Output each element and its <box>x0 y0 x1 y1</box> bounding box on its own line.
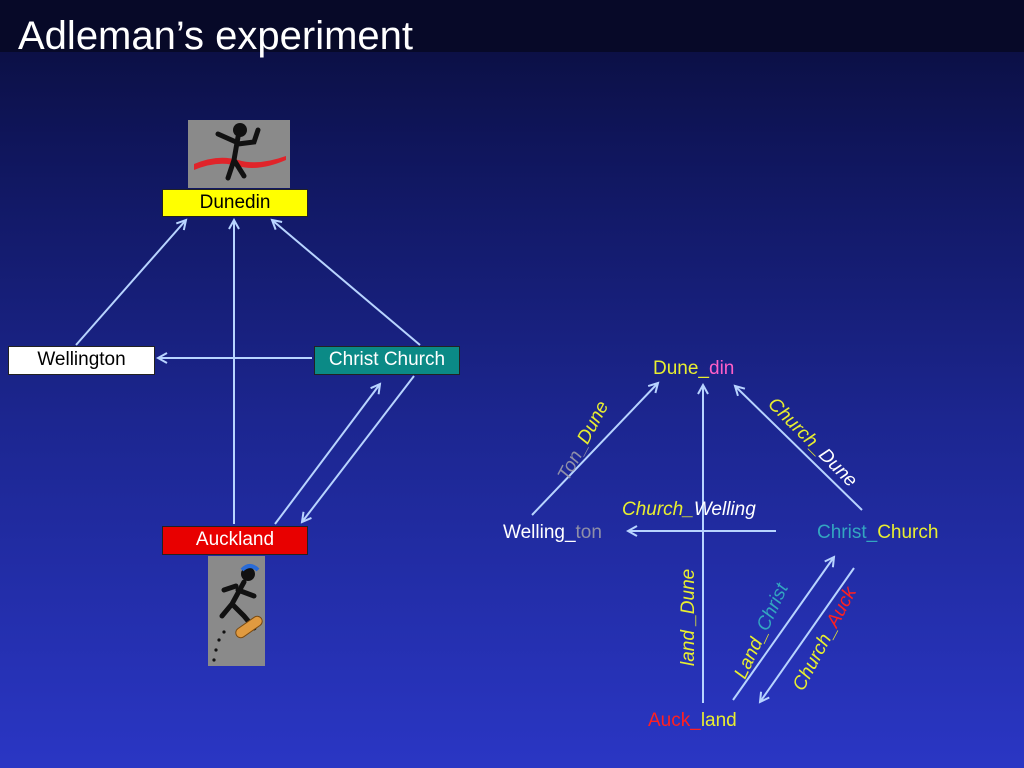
edge-auck-christ <box>732 557 834 701</box>
edge-christchurch-auckland <box>302 375 415 522</box>
node-dunedin: Dunedin <box>162 189 308 217</box>
edge-auckland-christchurch <box>274 384 380 525</box>
slide-title: Adleman’s experiment <box>18 14 414 58</box>
node-dune-din: Dune_din <box>653 358 734 379</box>
label-land-dune: land _Dune <box>678 569 699 666</box>
node-wellington-label: Wellington <box>37 349 126 370</box>
node-welling-ton: Welling_ton <box>503 522 602 543</box>
label-ton-dune: Ton_Dune <box>554 398 613 485</box>
runner-figure-image <box>188 120 290 188</box>
label-church-auck: Church_Auck <box>789 582 862 694</box>
node-auckland: Auckland <box>162 526 308 555</box>
edge-welling-dune <box>531 383 658 516</box>
skater-figure-image <box>208 556 265 666</box>
node-wellington: Wellington <box>8 346 155 375</box>
edge-christchurch-dunedin <box>272 220 421 346</box>
label-church-dune: Church_Dune <box>763 394 861 492</box>
label-church-welling: Church_Welling <box>622 499 756 520</box>
node-christ-church: Christ Church <box>314 346 460 375</box>
node-christ-church-label: Christ Church <box>328 349 446 370</box>
title-bar: Adleman’s experiment <box>0 0 1024 56</box>
edge-christ-dune <box>735 386 863 511</box>
node-auck-land: Auck_land <box>648 710 737 731</box>
edge-christ-auck <box>760 567 855 702</box>
node-christ-church: Christ_Church <box>817 522 938 543</box>
node-auckland-label: Auckland <box>195 529 275 550</box>
edge-wellington-dunedin <box>75 220 186 346</box>
node-dunedin-label: Dunedin <box>199 192 271 213</box>
